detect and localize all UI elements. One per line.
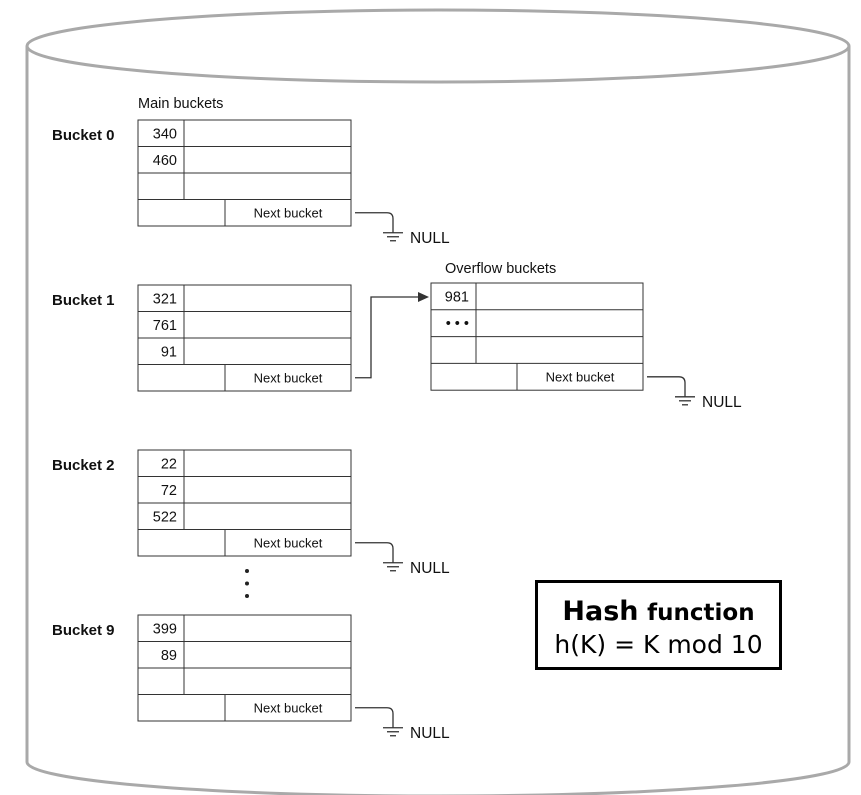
bucket-1-key-0: 321	[153, 291, 177, 307]
bucket-0-null-label: NULL	[410, 230, 450, 247]
bucket-1-label: Bucket 1	[52, 292, 115, 309]
overflow-bucket-key-0: 981	[445, 289, 469, 305]
bucket-0-next-label: Next bucket	[254, 205, 323, 220]
bucket-2-key-0: 22	[161, 456, 177, 472]
bucket-3-next-label: Next bucket	[254, 700, 323, 715]
hash-function-formula: h(K) = K mod 10	[554, 630, 763, 659]
bucket-1-key-1: 761	[153, 318, 177, 334]
vertical-ellipsis	[245, 569, 249, 598]
overflow-bucket-null-connector	[647, 376, 686, 397]
bucket-2-next-label: Next bucket	[254, 535, 323, 550]
hash-title-word-hash: Hash	[562, 596, 639, 627]
ellipsis-dot	[245, 569, 249, 573]
bucket-0-key-1: 460	[153, 153, 177, 169]
bucket-1-key-2: 91	[161, 344, 177, 360]
main-buckets-header: Main buckets	[138, 96, 223, 112]
overflow-buckets-header: Overflow buckets	[445, 261, 556, 277]
overflow-bucket-null-label: NULL	[702, 394, 742, 411]
bucket-2-key-1: 72	[161, 483, 177, 499]
overflow-bucket-next-label: Next bucket	[546, 369, 615, 384]
bucket-2-null-label: NULL	[410, 560, 450, 577]
bucket-2-null-connector	[355, 542, 394, 563]
hash-function-box: Hash function h(K) = K mod 10	[535, 580, 782, 670]
bucket-3-key-0: 399	[153, 621, 177, 637]
bucket-1-arrowhead	[418, 292, 429, 302]
bucket-0-label: Bucket 0	[52, 127, 115, 144]
bucket-1-overflow-connector	[355, 296, 418, 379]
hash-function-title: Hash function	[538, 597, 779, 628]
hash-title-word-function: function	[647, 600, 755, 626]
bucket-2-label: Bucket 2	[52, 457, 115, 474]
cylinder-top	[25, 8, 851, 84]
bucket-3-key-1: 89	[161, 648, 177, 664]
bucket-0-key-0: 340	[153, 126, 177, 142]
bucket-3-null-label: NULL	[410, 725, 450, 742]
ellipsis-dot	[245, 581, 249, 586]
overflow-bucket-key-1: • • •	[446, 316, 469, 332]
bucket-0-null-connector	[355, 212, 394, 233]
bucket-3-null-connector	[355, 707, 394, 728]
ellipsis-dot	[245, 594, 249, 598]
bucket-2-key-2: 522	[153, 509, 177, 525]
bucket-3-label: Bucket 9	[52, 622, 115, 639]
bucket-1-next-label: Next bucket	[254, 370, 323, 385]
